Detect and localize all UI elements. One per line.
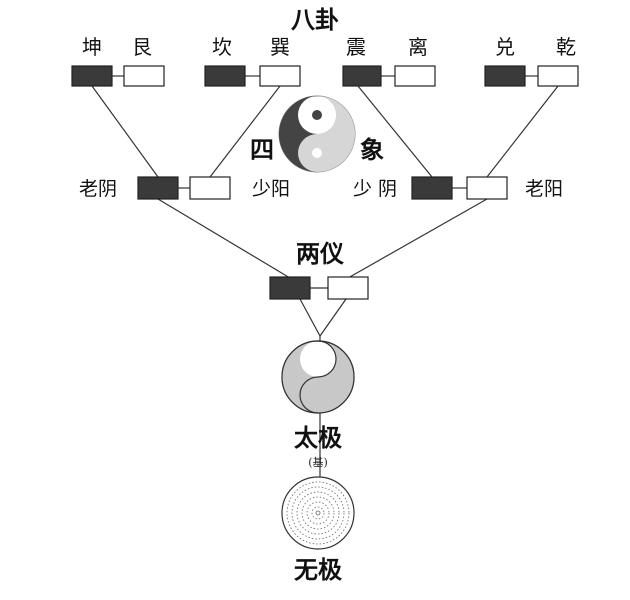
yang-block — [466, 176, 508, 200]
label-young-yang: 少阳 — [252, 178, 290, 200]
taiji-label: 太极 — [294, 423, 342, 452]
yin-block — [71, 65, 113, 87]
trigram-label-zhen: 震 — [346, 35, 366, 59]
trigram-label-dui: 兑 — [495, 35, 515, 59]
label-old-yang: 老阳 — [525, 178, 563, 200]
sixiang-pair-left — [137, 176, 231, 200]
yin-block — [484, 65, 526, 87]
taiji-icon — [281, 340, 355, 414]
yang-block — [189, 176, 231, 200]
trigram-label-kan: 坎 — [212, 35, 232, 59]
link-yin-to-taiji — [299, 298, 321, 337]
taiji-note: (基) — [308, 456, 328, 469]
link-yang-to-taiji — [319, 298, 347, 337]
sixiang-pair-right — [411, 176, 508, 200]
yang-block — [327, 276, 369, 300]
trigram-label-li: 离 — [408, 35, 428, 59]
sixiang-label-xiang: 象 — [360, 135, 384, 164]
wuji-icon — [281, 476, 355, 550]
label-young-yin: 少 阴 — [353, 178, 397, 200]
link-bagua-pair4-to-oldyang — [486, 85, 559, 178]
yang-block — [123, 65, 165, 87]
yin-block — [204, 65, 246, 87]
bagua-title: 八卦 — [291, 5, 339, 34]
liangyi-pair — [269, 276, 369, 300]
link-sixiang-right-to-yang — [347, 198, 488, 279]
yin-block — [137, 176, 179, 200]
yang-block — [394, 65, 436, 87]
link-bagua-pair3-to-youngyin — [357, 85, 433, 178]
trigram-pair-dui-qian — [484, 65, 579, 87]
trigram-label-xun: 巽 — [270, 35, 290, 59]
wuji-label: 无极 — [294, 555, 342, 584]
trigram-pair-zhen-li — [342, 65, 436, 87]
yang-block — [259, 65, 301, 87]
trigram-pair-kun-gen — [71, 65, 165, 87]
label-old-yin: 老阴 — [79, 178, 117, 200]
yang-block — [537, 65, 579, 87]
yin-block — [342, 65, 382, 87]
link-bagua-pair1-to-oldyin — [91, 85, 159, 178]
trigram-pair-kan-xun — [204, 65, 301, 87]
sixiang-label-si: 四 — [250, 135, 274, 164]
trigram-label-qian: 乾 — [556, 35, 576, 59]
link-bagua-pair2-to-youngyang — [209, 85, 281, 178]
yin-block — [411, 176, 453, 200]
trigram-label-gen: 艮 — [132, 35, 152, 59]
liangyi-label: 两仪 — [296, 239, 345, 268]
link-sixiang-left-to-yin — [157, 198, 291, 279]
yin-block — [269, 276, 311, 300]
sixiang-yinyang-icon — [278, 95, 356, 173]
trigram-label-kun: 坤 — [82, 35, 102, 59]
